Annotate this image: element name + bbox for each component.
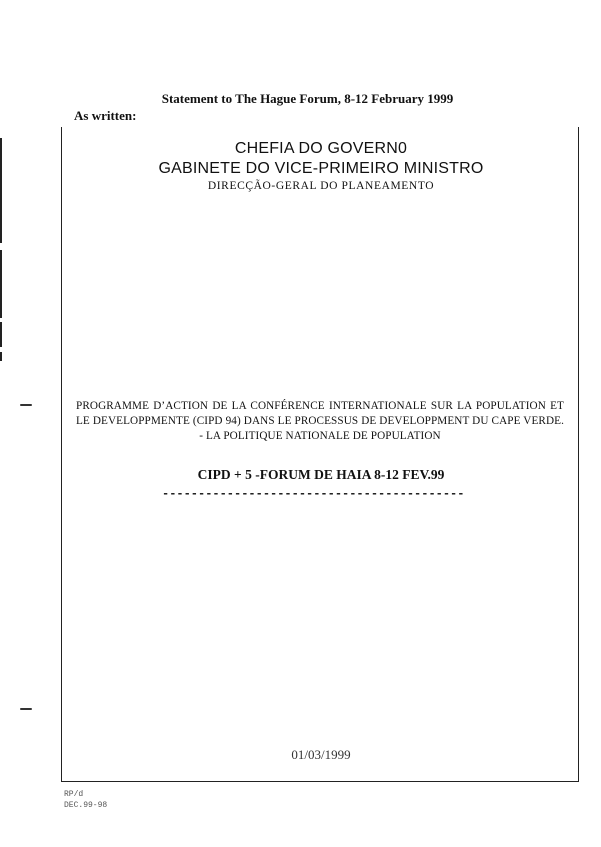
statement-title: Statement to The Hague Forum, 8-12 Febru… <box>161 91 454 106</box>
letterhead-line-2: GABINETE DO VICE-PRIMEIRO MINISTRO <box>158 160 484 177</box>
dash-separator: ----------------------------------------… <box>162 487 465 501</box>
footer-code-2: DEC.99-98 <box>64 801 108 810</box>
margin-tick <box>20 708 32 710</box>
document-date: 01/03/1999 <box>291 747 351 762</box>
letterhead-line-3: DIRECÇÃO-GERAL DO PLANEAMENTO <box>207 180 435 192</box>
letterhead-line-1: CHEFIA DO GOVERN0 <box>234 140 408 157</box>
as-written-label: As written: <box>74 108 137 123</box>
margin-mark <box>0 250 2 318</box>
margin-mark <box>0 352 2 361</box>
margin-mark <box>0 322 2 347</box>
forum-title: CIPD + 5 -FORUM DE HAIA 8-12 FEV.99 <box>197 467 445 482</box>
margin-mark <box>0 138 2 243</box>
programme-title: PROGRAMME D’ACTION DE LA CONFÉRENCE INTE… <box>76 400 564 442</box>
footer-code-1: RP/d <box>64 790 84 799</box>
document-frame: CHEFIA DO GOVERN0 GABINETE DO VICE-PRIME… <box>61 127 579 782</box>
margin-tick <box>20 404 32 406</box>
